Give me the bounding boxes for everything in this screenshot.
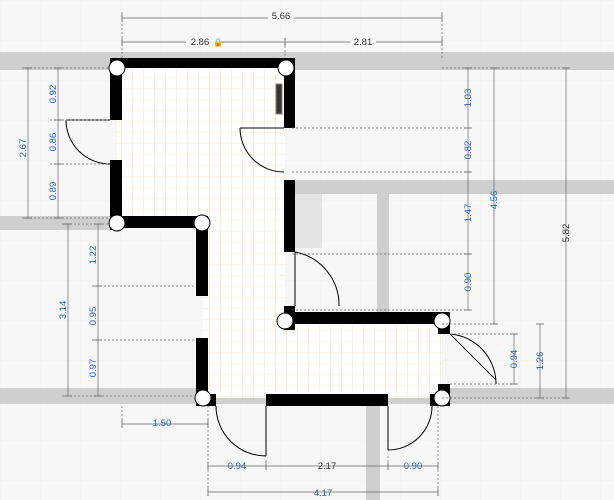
dim-left-lower-c: 0.97 bbox=[88, 359, 99, 378]
dimension-labels: 5.66 2.86 🔒 2.81 0.92 0.86 0.89 2.67 1.2… bbox=[18, 10, 572, 499]
corner-handle[interactable] bbox=[433, 312, 451, 330]
gray-column-bottom bbox=[366, 404, 380, 500]
wall-inner-upper bbox=[196, 216, 208, 296]
corner-handle[interactable] bbox=[193, 214, 211, 232]
gray-column-right bbox=[377, 194, 389, 312]
door-bottom-left bbox=[215, 405, 267, 457]
corner-handle[interactable] bbox=[276, 312, 294, 330]
dim-left-lower-b: 0.95 bbox=[88, 307, 99, 326]
wall-fixture bbox=[275, 83, 283, 115]
dim-right-low: 0.90 bbox=[463, 273, 474, 292]
dim-right-door2: 0.94 bbox=[509, 350, 520, 369]
door-annex-right bbox=[449, 333, 497, 385]
wall-annex-top bbox=[284, 312, 450, 324]
dim-left-top-gap: 0.92 bbox=[48, 85, 59, 104]
wall-left-lower bbox=[110, 160, 122, 230]
door-right-upper bbox=[239, 127, 285, 173]
dimension-ticks bbox=[24, 14, 570, 496]
corner-handle[interactable] bbox=[108, 214, 126, 232]
dim-left-total: 2.67 bbox=[18, 139, 29, 158]
dim-bottom-door2: 0.90 bbox=[404, 461, 423, 472]
dim-right-total: 4.56 bbox=[489, 191, 500, 210]
dim-top-right-width: 2.81 bbox=[354, 37, 373, 48]
dim-bottom-total: 4.17 bbox=[314, 488, 333, 499]
dim-bottom-offset: 1.50 bbox=[153, 418, 172, 429]
wall-mid-horizontal bbox=[110, 216, 208, 228]
dimension-lines bbox=[22, 12, 570, 496]
wall-bottom-mid bbox=[266, 394, 388, 406]
dim-left-lower-a: 1.22 bbox=[88, 246, 99, 265]
gray-block bbox=[292, 194, 322, 248]
wall-inner-lower bbox=[196, 338, 208, 406]
corner-handle[interactable] bbox=[108, 59, 126, 77]
dim-right-door: 0.82 bbox=[463, 141, 474, 160]
doors bbox=[65, 119, 497, 457]
gray-band-left bbox=[0, 216, 110, 230]
gray-band-right bbox=[292, 180, 614, 194]
wall-right-mid bbox=[284, 180, 295, 252]
door-bottom-right bbox=[387, 405, 433, 451]
gray-band-top bbox=[0, 52, 614, 70]
dim-overall-width: 5.66 bbox=[272, 11, 291, 22]
wall-right-top bbox=[284, 58, 295, 128]
corner-handles[interactable] bbox=[108, 59, 451, 407]
dim-far-right-total: 5.82 bbox=[561, 224, 572, 243]
door-right-lower bbox=[294, 251, 340, 307]
corner-handle[interactable] bbox=[277, 59, 295, 77]
dim-left-lower-total: 3.14 bbox=[58, 301, 69, 320]
dim-top-left-width: 2.86 bbox=[191, 37, 210, 48]
dim-bottom-door1: 0.94 bbox=[228, 461, 247, 472]
lock-icon: 🔒 bbox=[213, 38, 223, 47]
dim-right-door2-total: 1.26 bbox=[535, 352, 546, 371]
dim-right-mid: 1.47 bbox=[463, 204, 474, 223]
dim-bottom-mid: 2.17 bbox=[318, 461, 337, 472]
dim-left-door: 0.86 bbox=[48, 133, 59, 152]
room-floor bbox=[117, 66, 442, 398]
dim-right-top: 1.03 bbox=[463, 89, 474, 108]
corner-handle[interactable] bbox=[194, 389, 212, 407]
dim-left-bottom: 0.89 bbox=[48, 182, 59, 201]
wall-top bbox=[110, 58, 295, 68]
